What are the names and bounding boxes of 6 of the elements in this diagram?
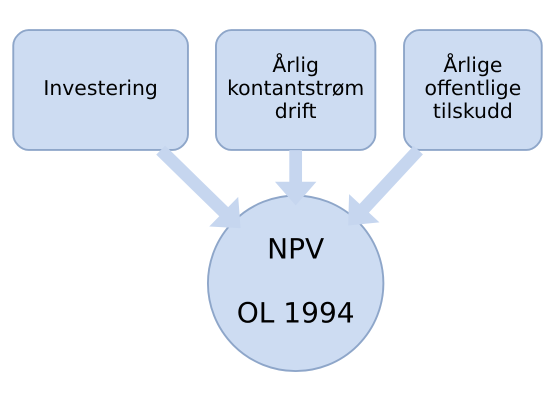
node-box: Årlig kontantstrøm drift [215,28,376,150]
node-box: Investering [12,28,189,150]
arrow [348,145,423,226]
node-box: Årlige offentlige tilskudd [403,28,543,150]
arrow [274,150,316,205]
arrow [156,145,241,228]
